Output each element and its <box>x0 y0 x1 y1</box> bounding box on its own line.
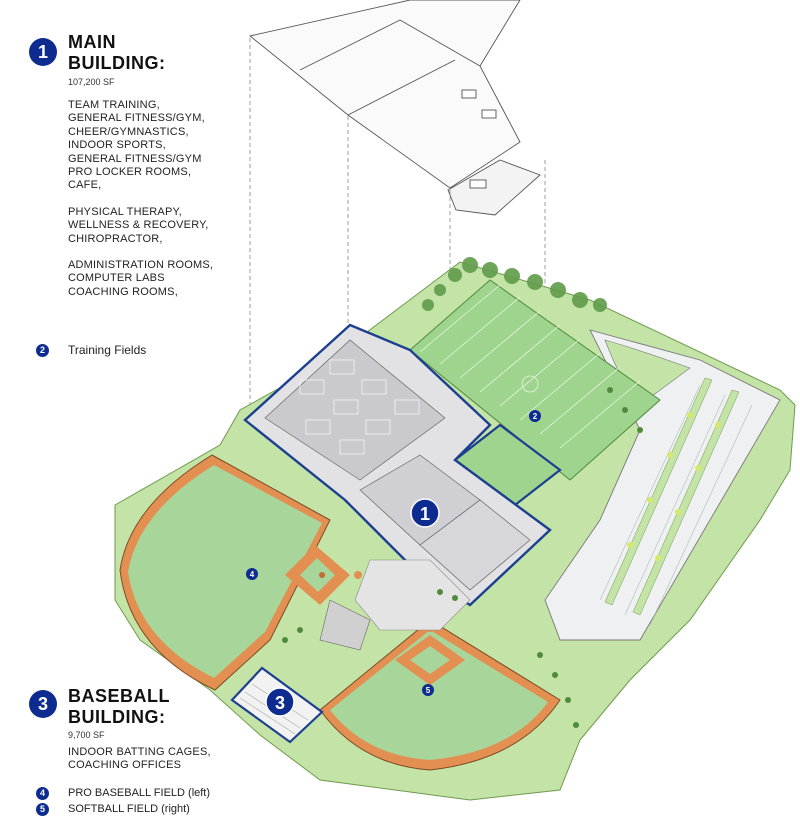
svg-text:3: 3 <box>275 693 285 713</box>
use-item: CHEER/GYMNASTICS, <box>68 125 189 138</box>
training-fields-label: Training Fields <box>68 343 147 357</box>
tree-line <box>422 257 607 312</box>
use-item: PRO LOCKER ROOMS, <box>68 166 192 179</box>
main-building <box>243 323 552 607</box>
plan-marker-main-building: 1 <box>410 498 440 528</box>
svg-text:1: 1 <box>420 504 430 524</box>
use-item: COACHING OFFICES <box>68 759 182 772</box>
central-plaza <box>319 559 471 651</box>
use-item: INDOOR SPORTS, <box>68 139 166 152</box>
svg-text:2: 2 <box>533 412 538 421</box>
use-item: WELLNESS & RECOVERY, <box>68 219 209 232</box>
plan-marker-softball: 5 <box>422 684 434 696</box>
pro-baseball-field <box>119 454 362 691</box>
baseball-building-number-badge: 3 <box>29 690 57 718</box>
site-plan-illustration: 1 2 3 4 5 <box>114 0 796 801</box>
baseball-building-uses: INDOOR BATTING CAGES, COACHING OFFICES <box>68 746 211 773</box>
use-item: GENERAL FITNESS/GYM, <box>68 112 205 125</box>
use-item: CAFE, <box>68 179 102 192</box>
use-item: PHYSICAL THERAPY, <box>68 205 182 218</box>
training-fields-number-badge: 2 <box>36 344 49 357</box>
svg-text:5: 5 <box>426 686 431 695</box>
pro-baseball-label: PRO BASEBALL FIELD (left) <box>68 787 211 799</box>
main-building-uses: TEAM TRAINING, GENERAL FITNESS/GYM, CHEE… <box>68 99 213 299</box>
main-building-number-badge: 1 <box>29 38 57 66</box>
legend-panel: 1 MAIN BUILDING: 107,200 SF TEAM TRAININ… <box>0 0 260 832</box>
training-field <box>409 279 661 507</box>
softball-field <box>319 618 561 771</box>
use-item: GENERAL FITNESS/GYM <box>68 152 202 165</box>
main-building-title: MAIN BUILDING: <box>68 32 166 73</box>
use-item: CHIROPRACTOR, <box>68 232 163 245</box>
use-item: ADMINISTRATION ROOMS, <box>68 259 214 272</box>
plan-marker-baseball-building: 3 <box>265 687 295 717</box>
pro-baseball-number-badge: 4 <box>36 787 49 800</box>
baseball-building-title: BASEBALL BUILDING: <box>68 686 170 727</box>
use-item: TEAM TRAINING, <box>68 99 160 111</box>
main-building-area: 107,200 SF <box>68 77 115 87</box>
parking-lot <box>544 329 781 641</box>
plan-marker-pro-baseball: 4 <box>246 568 258 580</box>
baseball-building-area: 9,700 SF <box>68 730 105 740</box>
svg-text:4: 4 <box>250 570 255 579</box>
softball-number-badge: 5 <box>36 803 49 816</box>
use-item: COACHING ROOMS, <box>68 285 178 298</box>
exploded-roof <box>248 0 541 216</box>
plan-marker-training-field: 2 <box>529 410 541 422</box>
use-item: COMPUTER LABS <box>68 272 165 285</box>
use-item: INDOOR BATTING CAGES, <box>68 746 211 758</box>
palm-trees <box>282 387 643 728</box>
plan-markers: 1 2 3 4 5 <box>246 410 541 717</box>
softball-label: SOFTBALL FIELD (right) <box>68 803 190 815</box>
